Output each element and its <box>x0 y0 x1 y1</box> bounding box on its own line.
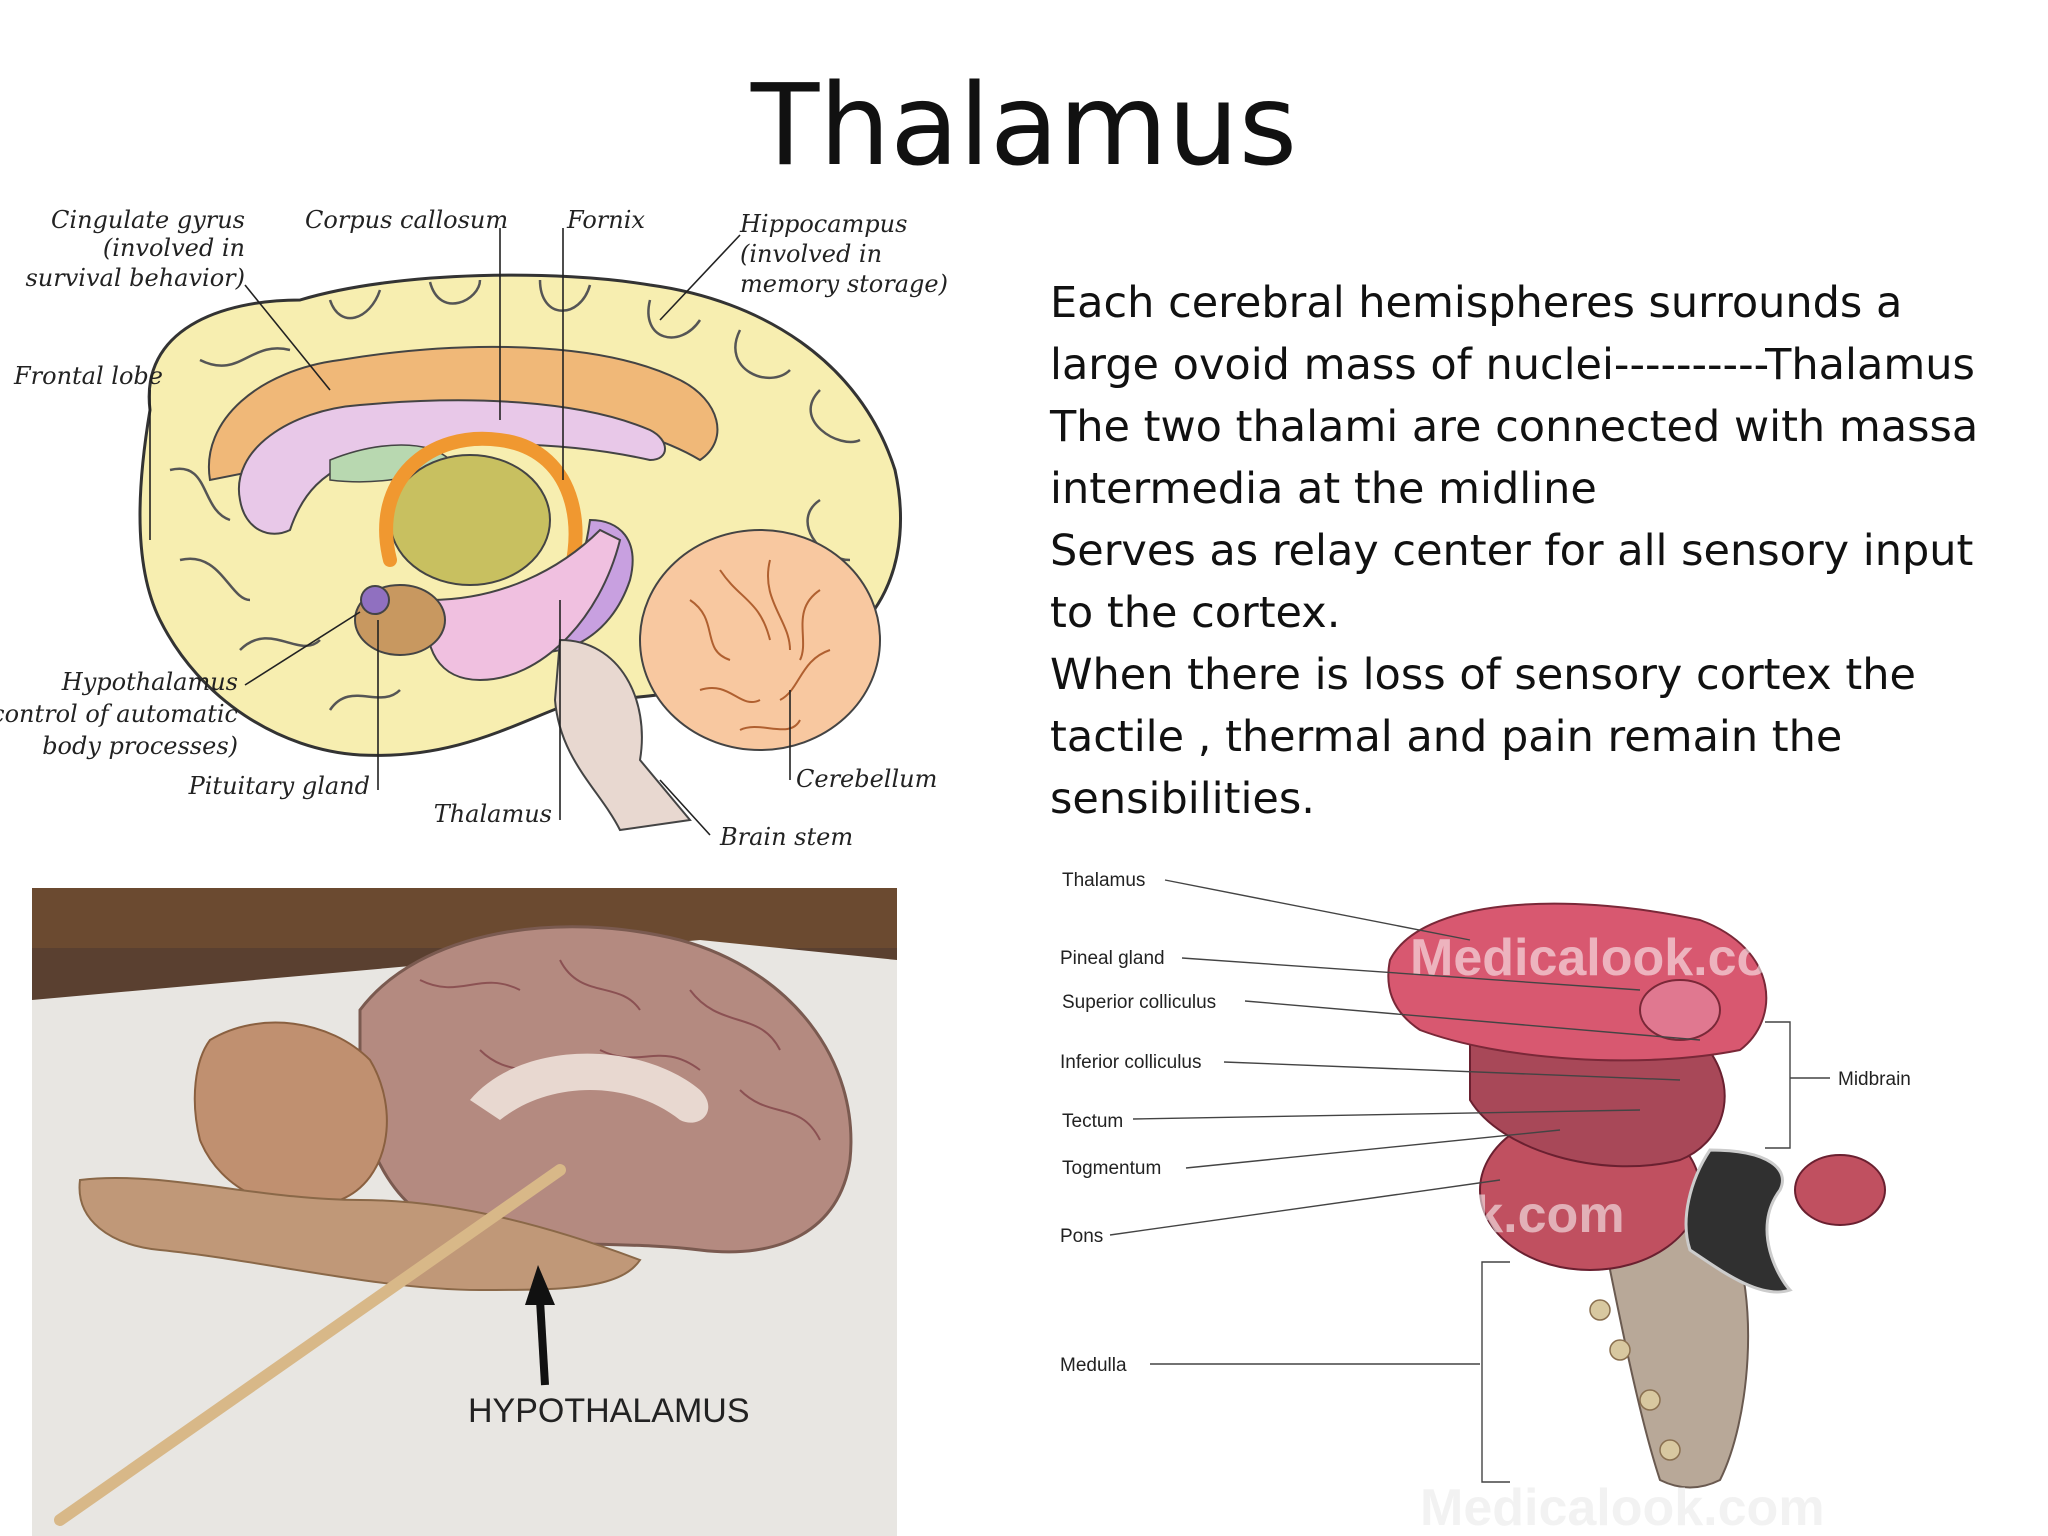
label-hypothalamus-1: Hypothalamus <box>61 668 238 696</box>
label-superior-colliculus: Superior colliculus <box>1062 992 1216 1013</box>
watermark: Medicalook.com <box>1220 1186 1625 1244</box>
watermark: Medicalook.com <box>1420 1479 1825 1536</box>
specimen-brainstem <box>78 1177 642 1292</box>
text-line: Serves as relay center for all sensory i… <box>1050 526 1974 576</box>
label-frontal-lobe: Frontal lobe <box>13 362 163 390</box>
thalamus-shape <box>389 454 551 586</box>
label-pons: Pons <box>1060 1226 1103 1247</box>
cerebellum-shape <box>639 529 881 751</box>
medulla-shape <box>1598 1205 1750 1489</box>
sagittal-brain-diagram: Cingulate gyrus (involved in survival be… <box>0 206 948 851</box>
brainstem-leader-lines <box>1109 879 1830 1483</box>
leader-lines <box>149 228 791 836</box>
pituitary-shape <box>360 585 390 615</box>
label-hippocampus-2: (involved in <box>740 240 882 268</box>
text-line: Each cerebral hemispheres surrounds a <box>1050 278 1903 328</box>
bullet-text: Each cerebral hemispheres surrounds a la… <box>1050 272 2010 830</box>
text-line: large ovoid mass of nuclei----------Thal… <box>1050 340 1975 390</box>
label-cingulate-1: Cingulate gyrus <box>51 206 245 234</box>
thalamus-shape-2 <box>1387 902 1768 1062</box>
label-corpus-callosum: Corpus callosum <box>305 206 508 234</box>
arrow-shaft <box>536 1299 549 1386</box>
label-thalamus: Thalamus <box>434 800 552 828</box>
label-hypothalamus-2: (control of automatic <box>0 700 238 728</box>
label-cingulate-2: (involved in <box>103 234 245 262</box>
text-line: to the cortex. <box>1050 588 1341 638</box>
photo-background <box>32 888 897 1536</box>
slide-title: Thalamus <box>750 61 1298 191</box>
label-cingulate-3: survival behavior) <box>25 264 245 292</box>
label-togmentum: Togmentum <box>1062 1158 1161 1179</box>
lateral-ventricle <box>237 399 666 535</box>
text-line: The two thalami are connected with massa <box>1050 402 1979 452</box>
label-midbrain: Midbrain <box>1838 1069 1911 1090</box>
label-hippocampus-3: memory storage) <box>740 270 948 298</box>
label-hypothalamus-photo: HYPOTHALAMUS <box>468 1392 750 1430</box>
fourth-ventricle <box>1684 1148 1793 1294</box>
label-thalamus-bs: Thalamus <box>1062 870 1145 891</box>
midbrain-shape-2 <box>1469 994 1726 1168</box>
paper-towel <box>32 940 897 1536</box>
specimen-cerebrum <box>358 925 853 1254</box>
label-pituitary: Pituitary gland <box>188 772 370 800</box>
brainstem-shape <box>553 638 692 832</box>
label-hypothalamus-3: body processes) <box>42 732 238 760</box>
label-pineal-gland: Pineal gland <box>1060 948 1165 969</box>
text-line: sensibilities. <box>1050 774 1315 824</box>
label-hippocampus-1: Hippocampus <box>739 210 907 238</box>
label-fornix: Fornix <box>566 206 645 234</box>
pointer-stick <box>54 1164 566 1526</box>
arrow-head-icon <box>525 1265 555 1305</box>
watermark: Medicalook.com <box>1410 929 1815 987</box>
pons-shape <box>1479 1109 1701 1271</box>
midbrain-shape <box>426 528 622 682</box>
text-line: When there is loss of sensory cortex the <box>1050 650 1916 700</box>
text-line: intermedia at the midline <box>1050 464 1597 514</box>
specimen-cerebellum <box>193 1021 388 1208</box>
label-brain-stem: Brain stem <box>719 823 853 851</box>
label-cerebellum: Cerebellum <box>796 765 937 793</box>
label-inferior-colliculus: Inferior colliculus <box>1060 1052 1202 1073</box>
specimen-corpus-callosum <box>470 1053 709 1123</box>
text-line: tactile , thermal and pain remain the <box>1050 712 1843 762</box>
label-medulla: Medulla <box>1060 1355 1127 1376</box>
label-tectum: Tectum <box>1062 1111 1123 1132</box>
